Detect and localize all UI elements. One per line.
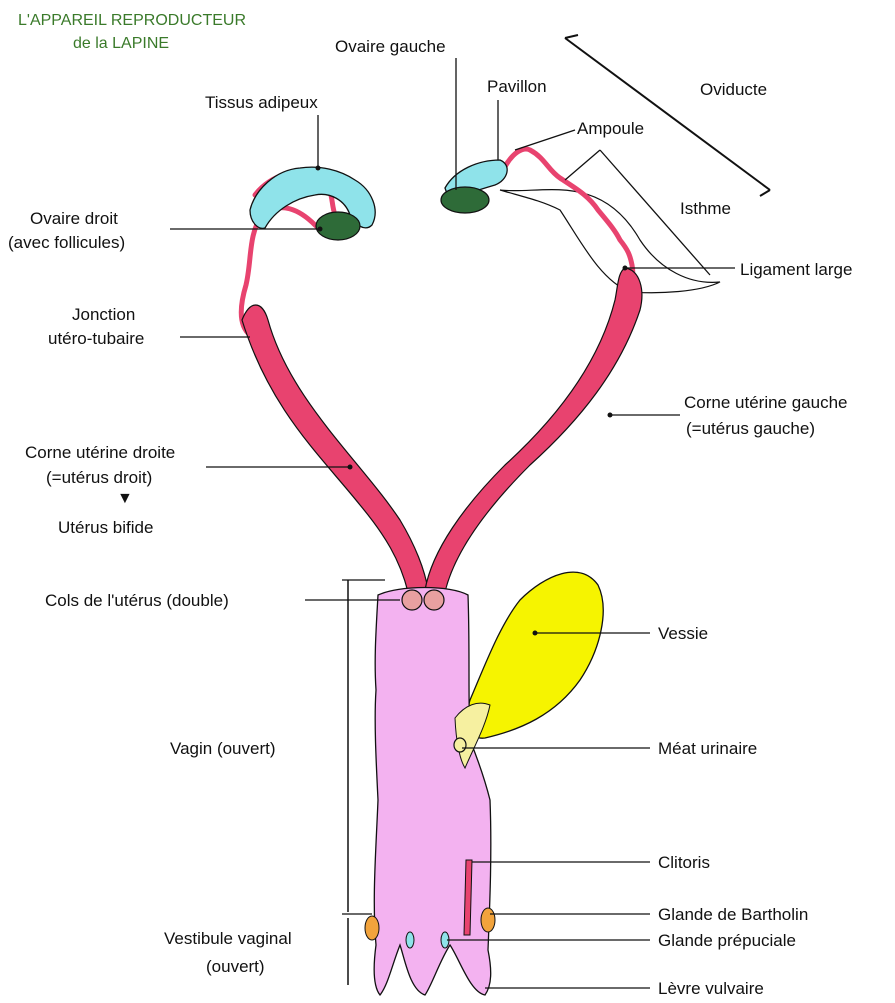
label-corne-gauche-2: (=utérus gauche) [686,419,815,438]
label-meat: Méat urinaire [658,739,757,758]
label-vestibule-1: Vestibule vaginal [164,929,292,948]
uterine-horn-left [425,268,642,592]
leader-ampoule-2 [565,150,600,180]
vagina-shape [374,588,491,996]
dot-ovaire-droit [318,227,323,232]
label-levre: Lèvre vulvaire [658,979,764,998]
label-vagin: Vagin (ouvert) [170,739,276,758]
cervix-right [402,590,422,610]
oviducte-bracket-end-bottom [760,190,770,196]
label-clitoris: Clitoris [658,853,710,872]
oviducte-bracket-end-top [565,35,578,38]
label-ovaire-droit-1: Ovaire droit [30,209,118,228]
dot-vessie [533,631,538,636]
label-bartholin: Glande de Bartholin [658,905,808,924]
dot-corne-gauche [608,413,613,418]
oviducte-bracket-line [565,38,770,190]
label-vessie: Vessie [658,624,708,643]
label-uterus-bifide: Utérus bifide [58,518,153,537]
uterine-horn-right [242,305,428,592]
label-cols: Cols de l'utérus (double) [45,591,229,610]
title-line-2: de la LAPINE [73,35,169,52]
label-ovaire-gauche: Ovaire gauche [335,37,446,56]
label-corne-droite-1: Corne utérine droite [25,443,175,462]
meatus-opening [454,738,466,752]
dot-tissus [316,166,321,171]
label-jonction-2: utéro-tubaire [48,329,144,348]
bartholin-gland-left [481,908,495,932]
cervix-left [424,590,444,610]
label-corne-droite-2: (=utérus droit) [46,468,152,487]
label-preputiale: Glande prépuciale [658,931,796,950]
label-pavillon: Pavillon [487,77,547,96]
label-vestibule-2: (ouvert) [206,957,265,976]
dot-corne-droite [348,465,353,470]
label-oviducte: Oviducte [700,80,767,99]
bartholin-gland-right [365,916,379,940]
label-ligament-large: Ligament large [740,260,852,279]
clitoris-shape [464,860,472,935]
label-jonction-1: Jonction [72,305,135,324]
label-ovaire-droit-2: (avec follicules) [8,233,125,252]
oviduct-left [500,149,633,295]
dot-ligament [623,266,628,271]
ovary-right [316,212,360,240]
label-isthme: Isthme [680,199,731,218]
label-tissus-adipeux: Tissus adipeux [205,93,318,112]
ovary-left [441,187,489,213]
arrow-down-icon: ▼ [117,490,133,507]
label-ampoule: Ampoule [577,119,644,138]
leader-ampoule-1 [515,130,575,150]
preputial-gland-right [406,932,414,948]
label-corne-gauche-1: Corne utérine gauche [684,393,848,412]
title-line-1: L'APPAREIL REPRODUCTEUR [18,12,246,29]
